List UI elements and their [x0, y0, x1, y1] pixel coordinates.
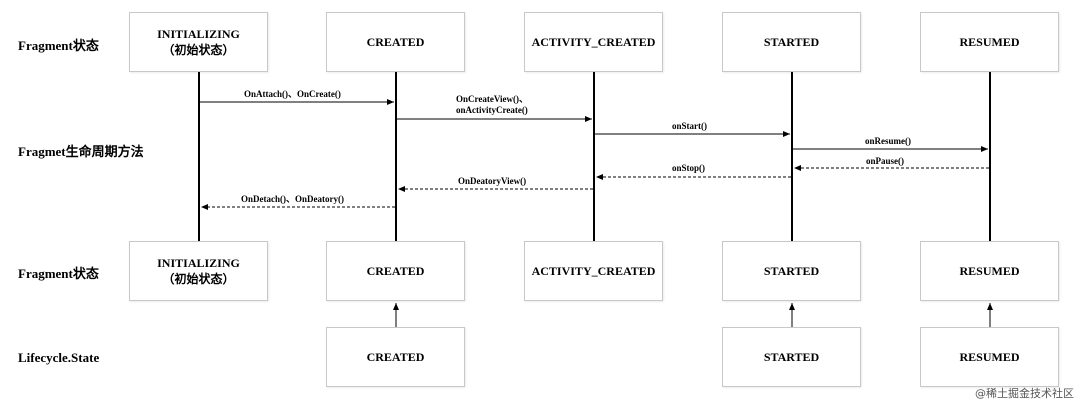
msg-label-oncreateview-line1: OnCreateView()、 [456, 94, 528, 104]
row-label-fragment-state-bottom: Fragment状态 [18, 266, 99, 281]
top-state-activity-created-name: ACTIVITY_CREATED [531, 35, 656, 49]
top-state-started: STARTED [722, 12, 861, 72]
top-state-resumed: RESUMED [920, 12, 1059, 72]
bottom-state-initializing-name: INITIALIZING [157, 256, 240, 270]
top-state-started-name: STARTED [763, 35, 820, 49]
msg-label-oncreateview: OnCreateView()、 onActivityCreate() [456, 94, 528, 116]
msg-label-onstart: onStart() [672, 121, 707, 131]
top-state-initializing-sub: （初始状态） [162, 43, 235, 57]
bottom-state-activity-created: ACTIVITY_CREATED [524, 241, 663, 301]
lifecycle-state-started: STARTED [722, 327, 861, 387]
top-state-initializing: INITIALIZING （初始状态） [129, 12, 268, 72]
top-state-resumed-name: RESUMED [959, 35, 1020, 49]
bottom-state-created-name: CREATED [366, 264, 425, 278]
top-state-initializing-name: INITIALIZING [157, 27, 240, 41]
msg-label-onresume: onResume() [865, 136, 911, 146]
top-state-created-name: CREATED [366, 35, 425, 49]
watermark: @稀土掘金技术社区 [975, 387, 1074, 400]
top-state-created: CREATED [326, 12, 465, 72]
msg-label-oncreateview-line2: onActivityCreate() [456, 105, 528, 115]
top-state-activity-created: ACTIVITY_CREATED [524, 12, 663, 72]
bottom-state-started: STARTED [722, 241, 861, 301]
lifecycle-state-started-name: STARTED [763, 350, 820, 364]
msg-label-onstop: onStop() [672, 163, 706, 173]
bottom-state-resumed-name: RESUMED [959, 264, 1020, 278]
msg-label-ondetach-ondeatory: OnDetach()、OnDeatory() [241, 194, 344, 204]
bottom-state-resumed: RESUMED [920, 241, 1059, 301]
bottom-state-created: CREATED [326, 241, 465, 301]
row-label-lifecycle-methods: Fragmet生命周期方法 [18, 144, 144, 159]
msg-label-onpause: onPause() [866, 156, 904, 166]
lifecycle-state-created-name: CREATED [366, 350, 425, 364]
bottom-state-initializing-sub: （初始状态） [162, 272, 235, 286]
lifecycle-state-created: CREATED [326, 327, 465, 387]
msg-label-onattach-oncreate: OnAttach()、OnCreate() [244, 89, 341, 99]
lifecycle-state-resumed: RESUMED [920, 327, 1059, 387]
bottom-state-activity-created-name: ACTIVITY_CREATED [531, 264, 656, 278]
lifecycle-state-resumed-name: RESUMED [959, 350, 1020, 364]
row-label-fragment-state-top: Fragment状态 [18, 38, 99, 53]
bottom-state-started-name: STARTED [763, 264, 820, 278]
msg-label-ondeatoryview: OnDeatoryView() [458, 176, 527, 186]
row-label-lifecycle-state: Lifecycle.State [18, 350, 100, 365]
bottom-state-initializing: INITIALIZING （初始状态） [129, 241, 268, 301]
